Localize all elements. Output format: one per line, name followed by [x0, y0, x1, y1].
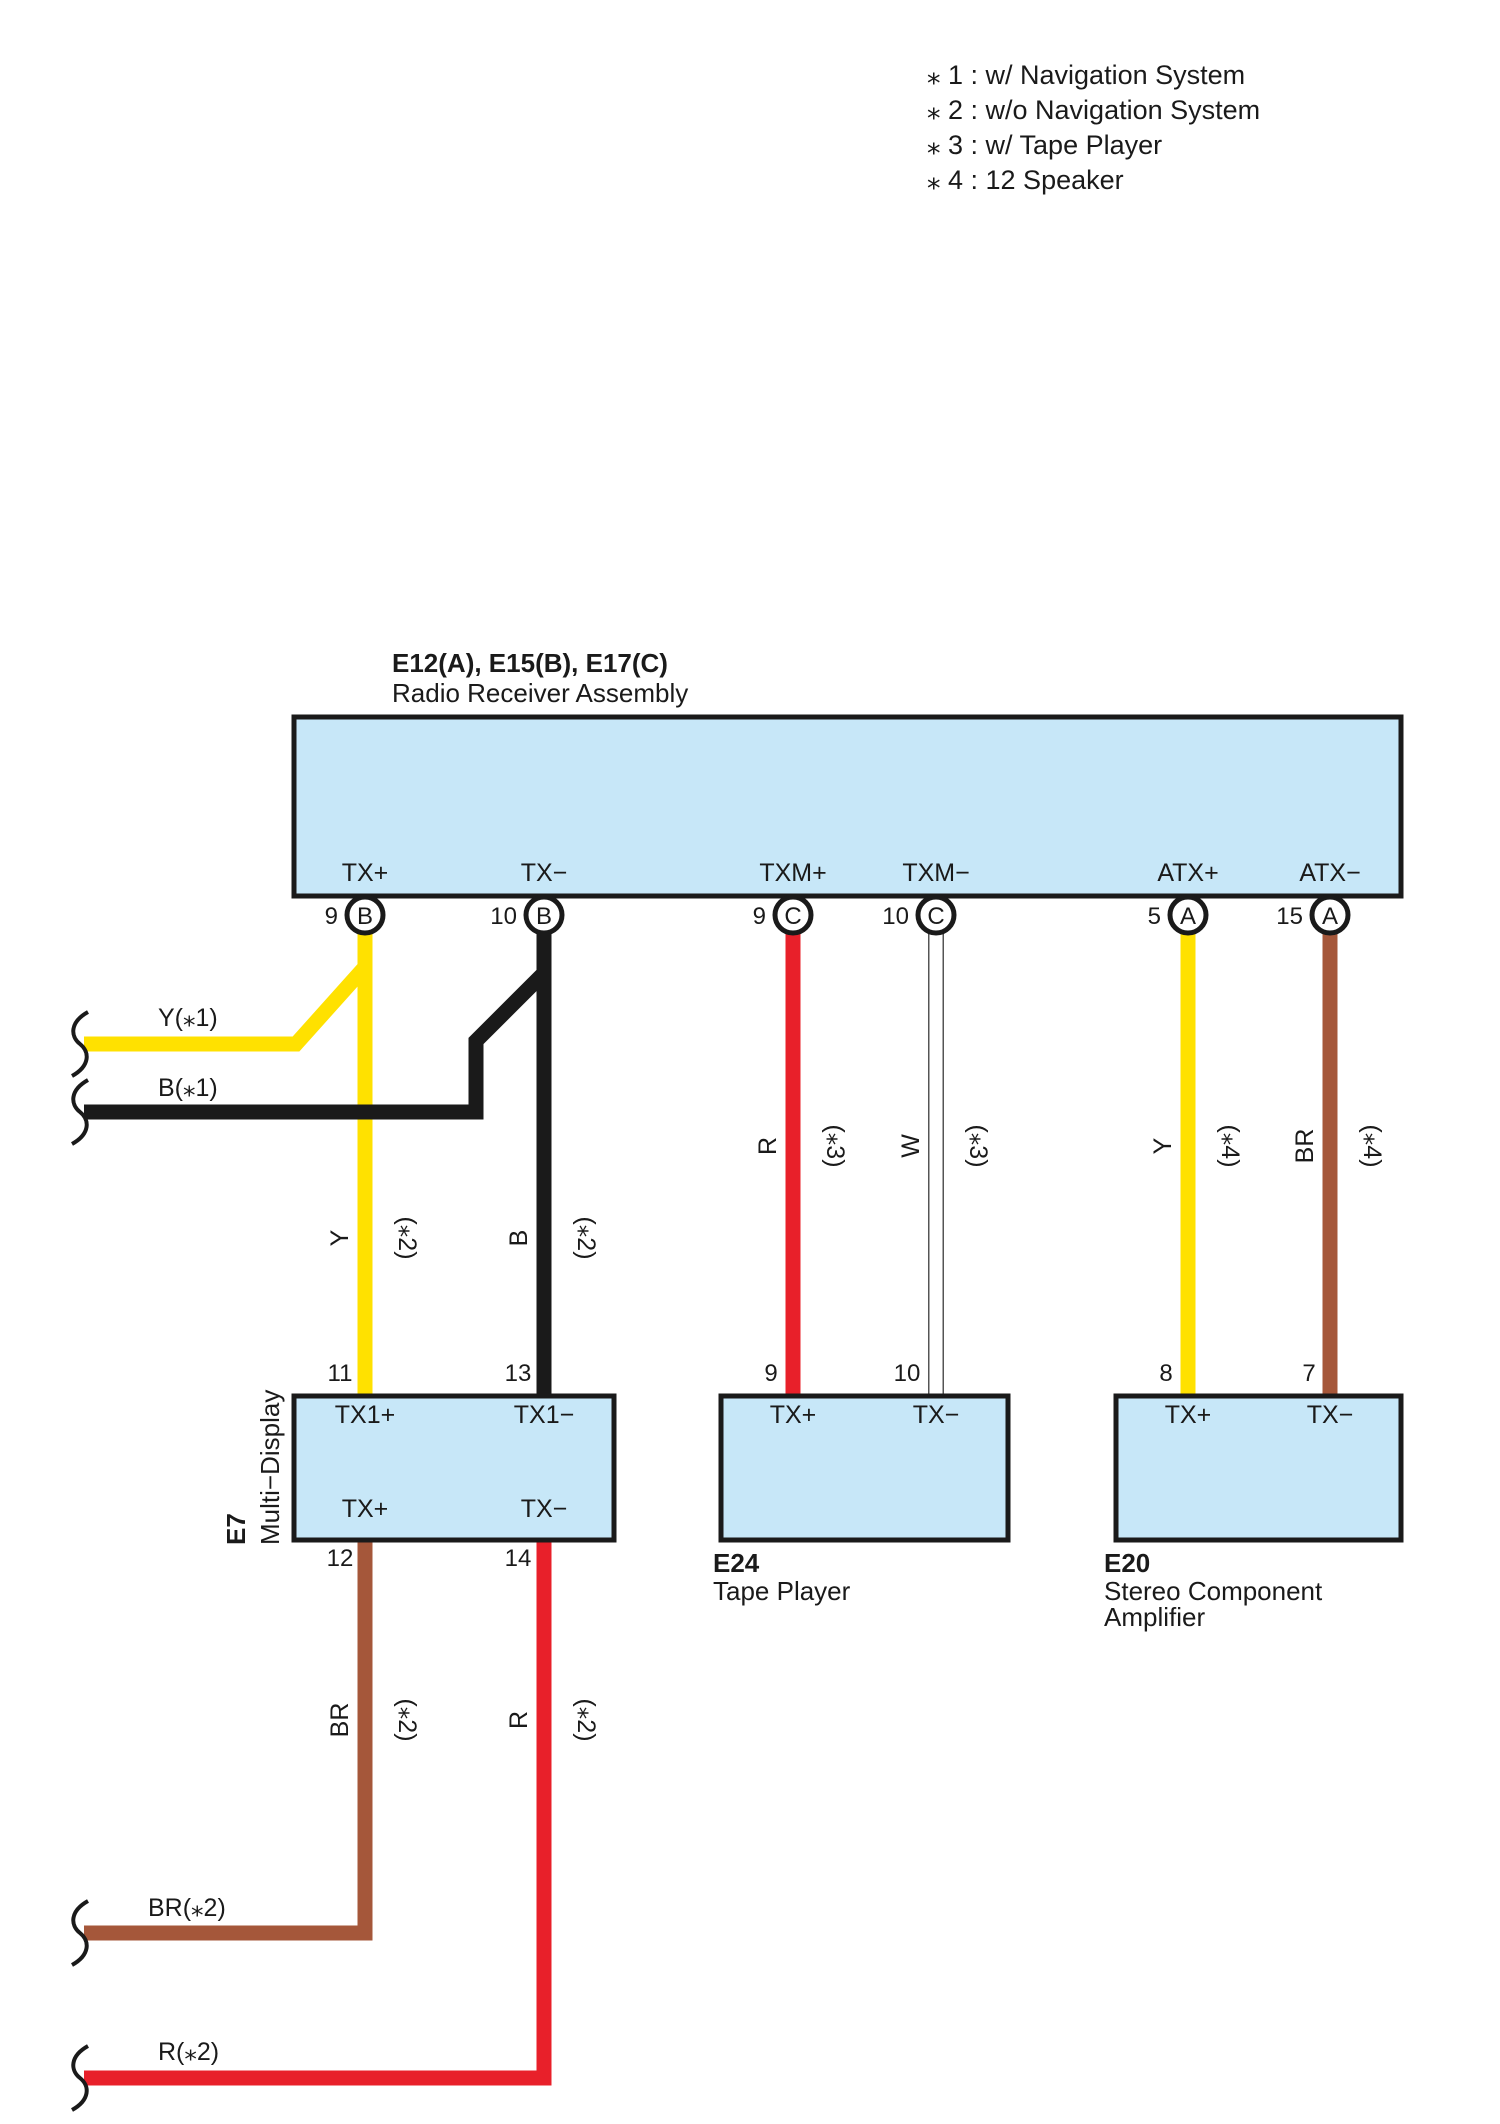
wire-label-r-end: R(⁎2): [158, 2038, 219, 2066]
radio-terminal-labels: TX+ TX− TXM+ TXM− ATX+ ATX−: [342, 859, 1361, 887]
connector-letter: C: [784, 903, 801, 930]
break-symbol-br-end: [70, 1899, 90, 1967]
terminal-label-tx-minus: TX−: [521, 859, 568, 887]
connector-txm-plus: C 9: [753, 894, 814, 936]
connectors: B 9 B 10 C 9 C 10 A 5 A 15: [325, 894, 1351, 936]
pin-number: 5: [1148, 903, 1161, 930]
pin-10: 10: [894, 1360, 921, 1387]
wire-label-y-nav: Y(⁎1): [158, 1004, 218, 1032]
wire-label-r-lower: R: [505, 1711, 533, 1729]
wire-label-b-nav: B(⁎1): [158, 1074, 218, 1102]
connector-tx-minus: B 10: [490, 894, 565, 936]
amplifier-name-line1: Stereo Component: [1104, 1576, 1323, 1606]
pin-14: 14: [505, 1545, 532, 1572]
wire-label-br-lower: BR: [326, 1703, 354, 1738]
radio-receiver-code: E12(A), E15(B), E17(C): [392, 648, 668, 678]
terminal-label-txm-plus: TXM+: [759, 859, 826, 887]
connector-atx-minus: A 15: [1276, 894, 1351, 936]
pin-number: 9: [325, 903, 338, 930]
wire-label-br-end: BR(⁎2): [148, 1894, 226, 1922]
multi-label-tx-minus: TX−: [521, 1495, 568, 1523]
connector-letter: B: [357, 903, 373, 930]
pin-9: 9: [764, 1360, 777, 1387]
pin-number: 10: [490, 903, 517, 930]
amplifier-code: E20: [1104, 1548, 1150, 1578]
wire-label-y-multi: Y: [326, 1229, 354, 1246]
connector-atx-plus: A 5: [1148, 894, 1209, 936]
connector-letter: A: [1180, 903, 1196, 930]
multi-display-component: 11 13 TX1+ TX1− TX+ TX− 12 14 E7 Multi−D…: [221, 1360, 617, 1572]
wire-label-y-amp: Y: [1149, 1137, 1177, 1154]
wire-label-r-tape: R: [754, 1137, 782, 1155]
tape-player-component: 9 10 TX+ TX− E24 Tape Player: [713, 1360, 1011, 1606]
wire-note-y-multi: (⁎2): [393, 1216, 421, 1259]
connector-letter: C: [927, 903, 944, 930]
note-3: ⁎ 3 : w/ Tape Player: [927, 130, 1162, 160]
radio-receiver-box: [291, 714, 1404, 899]
connector-txm-minus: C 10: [882, 894, 957, 936]
amp-label-tx-minus: TX−: [1307, 1401, 1354, 1429]
wire-note-br-lower: (⁎2): [393, 1698, 421, 1741]
pin-8: 8: [1159, 1360, 1172, 1387]
wire-brown-lower: [84, 1540, 373, 1941]
wire-red-lower: [84, 1540, 552, 2086]
amplifier-component: 8 7 TX+ TX− E20 Stereo Component Amplifi…: [1104, 1360, 1404, 1632]
wire-note-r-lower: (⁎2): [572, 1698, 600, 1741]
break-symbol-r-end: [70, 2044, 90, 2112]
multi-display-code: E7: [221, 1513, 251, 1545]
radio-receiver-name: Radio Receiver Assembly: [392, 678, 688, 708]
connector-tx-plus: B 9: [325, 894, 386, 936]
pin-number: 15: [1276, 903, 1303, 930]
pin-12: 12: [327, 1545, 354, 1572]
terminal-label-atx-minus: ATX−: [1299, 859, 1360, 887]
multi-display-name: Multi−Display: [255, 1390, 285, 1545]
amplifier-name-line2: Amplifier: [1104, 1602, 1205, 1632]
multi-label-tx-plus: TX+: [342, 1495, 389, 1523]
wire-note-br-amp: (⁎4): [1358, 1124, 1386, 1167]
tape-player-code: E24: [713, 1548, 760, 1578]
tape-player-name: Tape Player: [713, 1576, 851, 1606]
break-symbol-b-nav: [70, 1078, 90, 1146]
terminal-label-tx-plus: TX+: [342, 859, 389, 887]
wire-note-w-tape: (⁎3): [964, 1124, 992, 1167]
wire-break-symbols: [70, 1010, 90, 2112]
amplifier-box: [1113, 1393, 1404, 1543]
tape-label-tx-minus: TX−: [913, 1401, 960, 1429]
note-4: ⁎ 4 : 12 Speaker: [927, 165, 1124, 195]
wire-note-r-tape: (⁎3): [821, 1124, 849, 1167]
multi-label-tx1-minus: TX1−: [514, 1401, 574, 1429]
vertical-wire-labels: Y (⁎2) B (⁎2) R (⁎3) W (⁎3) Y (⁎4) BR (⁎…: [326, 1124, 1386, 1741]
multi-display-box: [291, 1393, 617, 1543]
pin-number: 9: [753, 903, 766, 930]
wire-yellow-nav: [84, 918, 373, 1052]
note-1: ⁎ 1 : w/ Navigation System: [927, 60, 1245, 90]
wire-label-b-multi: B: [505, 1230, 533, 1247]
tape-label-tx-plus: TX+: [770, 1401, 817, 1429]
pin-number: 10: [882, 903, 909, 930]
multi-label-tx1-plus: TX1+: [335, 1401, 395, 1429]
wires: [84, 918, 1338, 2086]
note-2: ⁎ 2 : w/o Navigation System: [927, 95, 1260, 125]
wire-note-y-amp: (⁎4): [1216, 1124, 1244, 1167]
notes-legend: ⁎ 1 : w/ Navigation System ⁎ 2 : w/o Nav…: [927, 60, 1260, 195]
terminal-label-txm-minus: TXM−: [902, 859, 969, 887]
connector-letter: B: [536, 903, 552, 930]
pin-13: 13: [505, 1360, 532, 1387]
connector-letter: A: [1322, 903, 1338, 930]
pin-11: 11: [328, 1360, 353, 1387]
terminal-label-atx-plus: ATX+: [1157, 859, 1218, 887]
wire-note-b-multi: (⁎2): [572, 1216, 600, 1259]
wire-label-br-amp: BR: [1291, 1129, 1319, 1164]
tape-player-box: [718, 1393, 1011, 1543]
wire-label-w-tape: W: [897, 1134, 925, 1158]
pin-7: 7: [1302, 1360, 1315, 1387]
amp-label-tx-plus: TX+: [1165, 1401, 1212, 1429]
break-symbol-y-nav: [70, 1010, 90, 1078]
